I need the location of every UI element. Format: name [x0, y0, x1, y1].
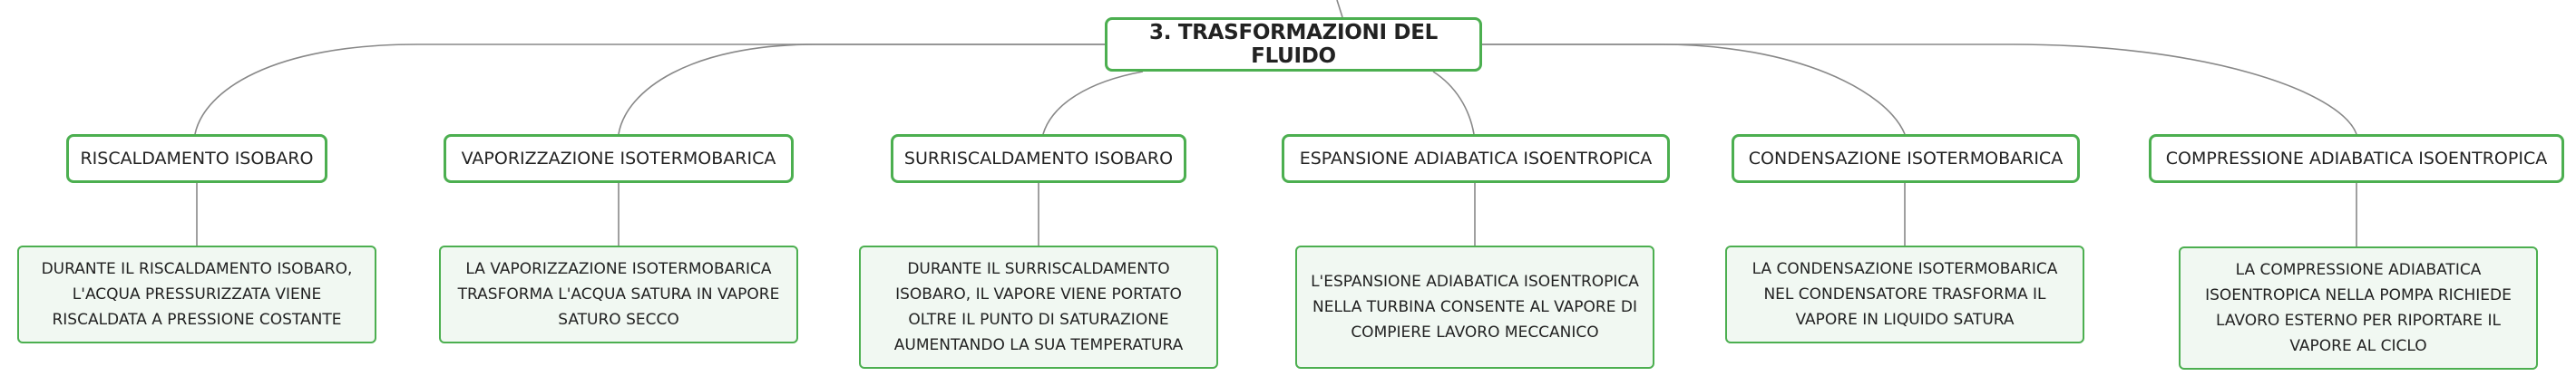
branch-surriscaldamento-isobaro[interactable]: SURRISCALDAMENTO ISOBARO — [891, 134, 1186, 183]
leaf-riscaldamento-isobaro[interactable]: DURANTE IL RISCALDAMENTO ISOBARO, L'ACQU… — [17, 246, 376, 343]
connector-root-branch-3 — [1042, 71, 1144, 135]
leaf-espansione-adiabatica-isoentropica[interactable]: L'ESPANSIONE ADIABATICA ISOENTROPICA NEL… — [1295, 246, 1654, 369]
branch-riscaldamento-isobaro[interactable]: RISCALDAMENTO ISOBARO — [66, 134, 327, 183]
connector-root-branch-4 — [1432, 71, 1475, 135]
connector-root-parent — [1336, 0, 1343, 18]
leaf-condensazione-isotermobarica[interactable]: LA CONDENSAZIONE ISOTERMOBARICA NEL COND… — [1725, 246, 2084, 343]
branch-espansione-adiabatica-isoentropica[interactable]: ESPANSIONE ADIABATICA ISOENTROPICA — [1282, 134, 1670, 183]
connector-root-branch-1 — [194, 43, 1105, 135]
branch-condensazione-isotermobarica[interactable]: CONDENSAZIONE ISOTERMOBARICA — [1732, 134, 2080, 183]
connector-root-branch-2 — [618, 43, 1105, 135]
leaf-vaporizzazione-isotermobarica[interactable]: LA VAPORIZZAZIONE ISOTERMOBARICA TRASFOR… — [439, 246, 798, 343]
root-topic[interactable]: 3. TRASFORMAZIONI DEL FLUIDO — [1105, 17, 1482, 72]
branch-vaporizzazione-isotermobarica[interactable]: VAPORIZZAZIONE ISOTERMOBARICA — [444, 134, 794, 183]
branch-compressione-adiabatica-isoentropica[interactable]: COMPRESSIONE ADIABATICA ISOENTROPICA — [2149, 134, 2564, 183]
leaf-compressione-adiabatica-isoentropica[interactable]: LA COMPRESSIONE ADIABATICA ISOENTROPICA … — [2179, 246, 2538, 370]
leaf-surriscaldamento-isobaro[interactable]: DURANTE IL SURRISCALDAMENTO ISOBARO, IL … — [859, 246, 1218, 369]
connector-root-branch-6 — [1482, 43, 2357, 135]
connector-root-branch-5 — [1482, 43, 1906, 135]
